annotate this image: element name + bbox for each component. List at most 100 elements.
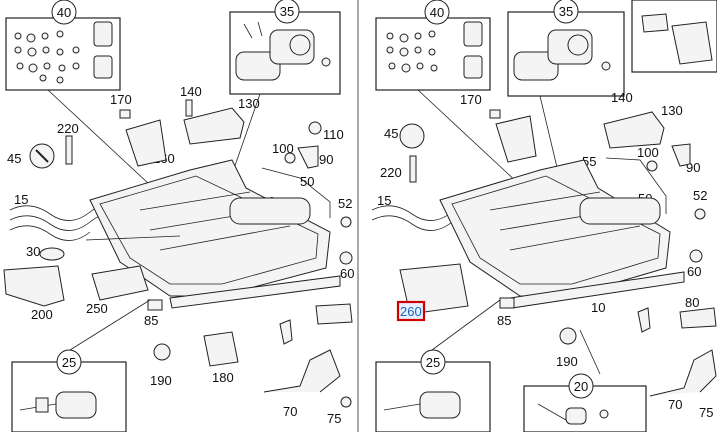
screw-part bbox=[119, 109, 131, 119]
callout-40[interactable]: 40 bbox=[57, 5, 71, 20]
part-label-70[interactable]: 70 bbox=[283, 404, 297, 419]
detail-box-cover bbox=[631, 0, 717, 73]
nut-part bbox=[284, 152, 296, 164]
right-panel: 40 35 170 140 130 45 160 55 bbox=[371, 0, 717, 432]
callout-circle-35[interactable] bbox=[274, 0, 300, 24]
motor-part bbox=[649, 349, 717, 397]
part-label-140[interactable]: 140 bbox=[180, 84, 202, 99]
part-label-140[interactable]: 140 bbox=[611, 90, 633, 105]
seat-frame bbox=[439, 159, 685, 309]
part-label-75[interactable]: 75 bbox=[327, 411, 341, 426]
callout-circle-25[interactable] bbox=[420, 349, 446, 375]
cover-part bbox=[3, 265, 65, 307]
part-label-70[interactable]: 70 bbox=[668, 397, 682, 412]
part-label-90[interactable]: 90 bbox=[319, 152, 333, 167]
callout-circle-35[interactable] bbox=[553, 0, 579, 24]
callout-25[interactable]: 25 bbox=[426, 355, 440, 370]
clip-part bbox=[297, 145, 319, 169]
leader-line bbox=[417, 89, 521, 186]
seat-frame bbox=[85, 159, 341, 309]
part-label-220[interactable]: 220 bbox=[380, 165, 402, 180]
connector-part bbox=[559, 327, 577, 345]
part-label-50[interactable]: 50 bbox=[300, 174, 314, 189]
small-hardware-parts bbox=[386, 21, 483, 79]
callout-circle-20[interactable] bbox=[568, 373, 594, 399]
bolt-part bbox=[185, 99, 193, 117]
nut-part bbox=[646, 160, 658, 172]
part-label-85[interactable]: 85 bbox=[144, 313, 158, 328]
part-label-80[interactable]: 80 bbox=[685, 295, 699, 310]
bracket-part bbox=[147, 299, 163, 311]
part-label-52[interactable]: 52 bbox=[338, 196, 352, 211]
leader-line bbox=[69, 299, 151, 351]
part-label-190[interactable]: 190 bbox=[150, 373, 172, 388]
highlighted-part-260[interactable]: 260 bbox=[396, 300, 426, 322]
motor-assembly bbox=[19, 391, 97, 419]
rod-part bbox=[261, 167, 331, 218]
part-label-110[interactable]: 110 bbox=[323, 127, 344, 142]
leader-line bbox=[579, 329, 601, 375]
seat-cover-part bbox=[641, 13, 713, 65]
part-label-170[interactable]: 170 bbox=[460, 92, 482, 107]
part-label-15[interactable]: 15 bbox=[14, 192, 28, 207]
callout-35[interactable]: 35 bbox=[280, 4, 294, 19]
wrench-icon bbox=[399, 123, 425, 149]
left-panel: 40 35 170 140 130 bbox=[3, 0, 354, 432]
part-label-52[interactable]: 52 bbox=[693, 188, 707, 203]
screw-part bbox=[489, 109, 501, 119]
leader-line bbox=[47, 89, 151, 186]
motor-assembly bbox=[383, 391, 461, 419]
housing-part bbox=[203, 331, 239, 367]
spring-mat-part bbox=[371, 205, 453, 231]
part-label-170[interactable]: 170 bbox=[110, 92, 132, 107]
part-label-200[interactable]: 200 bbox=[31, 307, 53, 322]
nut-part bbox=[340, 396, 352, 408]
part-label-45[interactable]: 45 bbox=[7, 151, 21, 166]
part-label-60[interactable]: 60 bbox=[687, 264, 701, 279]
clip-part bbox=[279, 319, 293, 345]
guide-part bbox=[315, 303, 353, 325]
part-label-45[interactable]: 45 bbox=[384, 126, 398, 141]
connector-part bbox=[153, 343, 171, 361]
part-label-60[interactable]: 60 bbox=[340, 266, 354, 281]
bracket-part bbox=[603, 111, 665, 149]
callout-circle-25[interactable] bbox=[56, 349, 82, 375]
callout-25[interactable]: 25 bbox=[62, 355, 76, 370]
callout-circle-40[interactable] bbox=[424, 0, 450, 25]
part-label-260[interactable]: 260 bbox=[400, 304, 422, 319]
part-label-30[interactable]: 30 bbox=[26, 244, 40, 259]
callout-20[interactable]: 20 bbox=[574, 379, 588, 394]
bolt-part bbox=[65, 135, 73, 165]
motor-assembly bbox=[235, 21, 331, 81]
part-label-85[interactable]: 85 bbox=[497, 313, 511, 328]
part-label-180[interactable]: 180 bbox=[212, 370, 234, 385]
motor-assembly bbox=[537, 403, 609, 425]
part-label-220[interactable]: 220 bbox=[57, 121, 79, 136]
callout-circle-40[interactable] bbox=[51, 0, 77, 25]
part-label-100[interactable]: 100 bbox=[272, 141, 294, 156]
cap-part bbox=[39, 247, 65, 261]
bracket-part bbox=[125, 119, 167, 167]
wrench-icon bbox=[35, 149, 49, 163]
nut-part bbox=[339, 251, 353, 265]
nut-part bbox=[340, 216, 352, 228]
clip-part bbox=[637, 307, 651, 333]
highlight-box[interactable] bbox=[396, 300, 426, 322]
part-label-100[interactable]: 100 bbox=[637, 145, 659, 160]
callout-35[interactable]: 35 bbox=[559, 4, 573, 19]
bracket-part bbox=[499, 297, 515, 309]
part-label-15[interactable]: 15 bbox=[377, 193, 391, 208]
part-label-10[interactable]: 10 bbox=[591, 300, 605, 315]
callout-40[interactable]: 40 bbox=[430, 5, 444, 20]
rod-part bbox=[605, 157, 667, 214]
part-label-130[interactable]: 130 bbox=[238, 96, 260, 111]
bracket-part bbox=[183, 107, 245, 145]
part-label-75[interactable]: 75 bbox=[699, 405, 713, 420]
part-label-190[interactable]: 190 bbox=[556, 354, 578, 369]
clip-part bbox=[671, 143, 691, 167]
part-label-130[interactable]: 130 bbox=[661, 103, 683, 118]
part-label-250[interactable]: 250 bbox=[86, 301, 108, 316]
nut-part bbox=[689, 249, 703, 263]
